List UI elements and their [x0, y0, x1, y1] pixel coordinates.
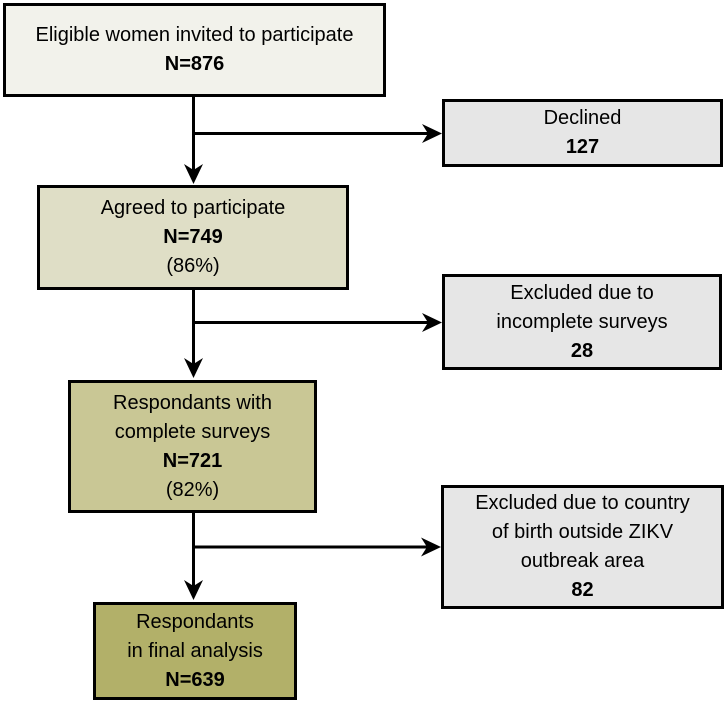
- arrowhead-down-complete-to-final: [184, 580, 203, 600]
- arrowhead-down-agreed-to-complete: [184, 358, 203, 378]
- declined-box: Declined 127: [442, 99, 723, 167]
- excluded-zikv-label-line1: Excluded due to country: [475, 492, 690, 514]
- excluded-incomplete-label-line1: Excluded due to: [510, 281, 654, 304]
- excluded-incomplete-count: 28: [570, 339, 594, 362]
- arrowhead-down-eligible-to-agreed: [184, 164, 203, 184]
- excluded-incomplete-box: Excluded due to incomplete surveys 28: [442, 274, 722, 370]
- final-label-line2: in final analysis: [127, 639, 263, 662]
- excluded-zikv-count: 82: [571, 579, 594, 601]
- agreed-label: Agreed to participate: [100, 197, 286, 219]
- eligible-count: N=876: [164, 53, 225, 75]
- declined-count: 127: [565, 136, 600, 158]
- arrowhead-right-to-excluded-incomplete: [422, 313, 442, 332]
- agreed-box: Agreed to participate N=749 (86%): [37, 185, 349, 290]
- arrowhead-right-to-excluded-zikv: [421, 537, 441, 557]
- complete-surveys-box: Respondants with complete surveys N=721 …: [68, 380, 317, 513]
- complete-percent: (82%): [165, 478, 220, 501]
- arrowhead-right-to-declined: [422, 124, 442, 143]
- agreed-count: N=749: [163, 226, 223, 248]
- excluded-zikv-label-line3: outbreak area: [520, 550, 645, 572]
- declined-label: Declined: [543, 107, 622, 129]
- final-count: N=639: [165, 668, 225, 691]
- complete-count: N=721: [162, 449, 223, 472]
- final-label-line1: Respondants: [136, 610, 254, 633]
- excluded-zikv-label-line2: of birth outside ZIKV: [491, 521, 674, 543]
- complete-label-line1: Respondants with: [113, 391, 272, 414]
- eligible-box: Eligible women invited to participate N=…: [3, 3, 386, 97]
- excluded-zikv-box: Excluded due to country of birth outside…: [441, 485, 724, 609]
- agreed-percent: (86%): [166, 255, 220, 277]
- excluded-incomplete-label-line2: incomplete surveys: [496, 310, 668, 333]
- eligible-label: Eligible women invited to participate: [35, 24, 354, 46]
- complete-label-line2: complete surveys: [114, 420, 271, 443]
- final-analysis-box: Respondants in final analysis N=639: [93, 602, 297, 700]
